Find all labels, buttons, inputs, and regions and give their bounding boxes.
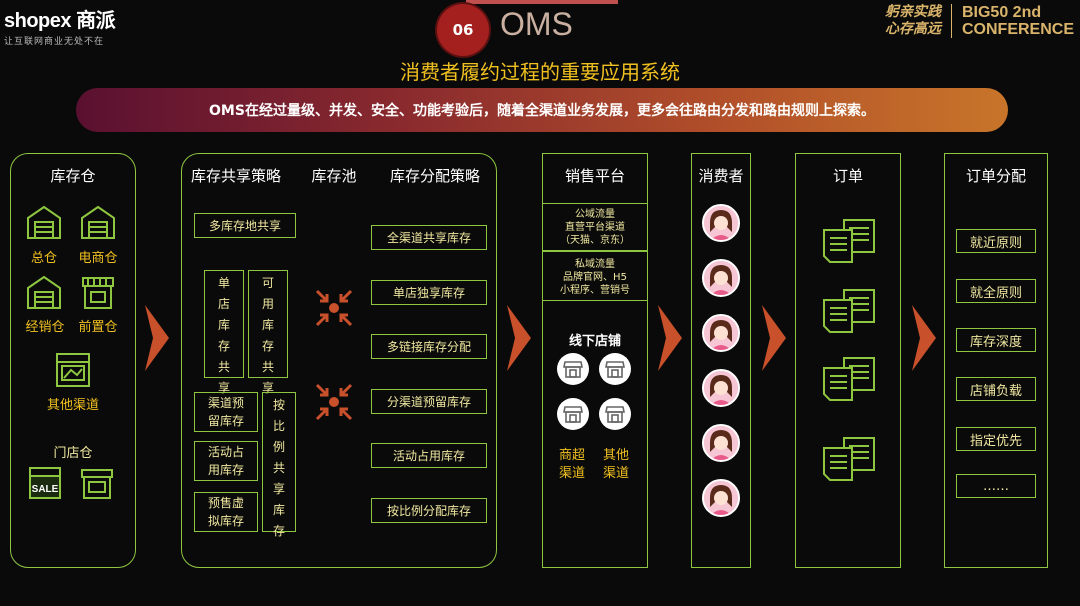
order-document-icon: [823, 357, 875, 401]
private-traffic-box: 私域流量 品牌官网、H5 小程序、营销号: [542, 251, 648, 301]
public-traffic-box: 公域流量 直营平台渠道 （天猫、京东）: [542, 203, 648, 251]
consumer-avatar: [702, 479, 740, 517]
alloc-strategy-title: 库存分配策略: [389, 167, 480, 185]
top-accent-line: [466, 0, 618, 4]
consumer-avatar: [702, 204, 740, 242]
chevron-right-icon: [658, 305, 682, 371]
warehouse-panel: [10, 153, 136, 568]
warehouse-label: 总仓: [30, 251, 57, 266]
sale-sign-icon: SALE: [29, 467, 61, 499]
warehouse-icon: [81, 205, 115, 239]
single-store-share-text: 单店库存共享: [217, 276, 230, 395]
order-title: 订单: [832, 167, 863, 185]
conference-divider: [950, 4, 952, 38]
available-share-text: 可用库存共享: [261, 276, 274, 395]
order-distribution-panel: [944, 153, 1048, 568]
store-icon: [599, 353, 631, 385]
merge-arrows-icon: [315, 383, 353, 421]
alloc-item: 分渠道预留库存: [371, 389, 487, 414]
banner-text: OMS在经过量级、并发、安全、功能考验后，随着全渠道业务发展，更多会往路由分发和…: [209, 103, 875, 119]
order-distribution-title: 订单分配: [965, 167, 1026, 185]
strategy-multi-share: 多库存地共享: [194, 213, 296, 238]
conference-name-1: BIG50 2nd: [961, 4, 1042, 21]
warehouse-label: 经销仓: [25, 320, 65, 335]
consumer-avatar: [702, 369, 740, 407]
consumer-panel: [691, 153, 751, 568]
alloc-item: 全渠道共享库存: [371, 225, 487, 250]
private-traffic-site: 品牌官网、H5: [563, 272, 627, 283]
distribution-rule: 店铺负载: [956, 377, 1036, 401]
strategy-ratio-share: 按比例共享库存: [262, 392, 296, 538]
consumer-avatar: [702, 314, 740, 352]
strategy-presale-virtual: 预售虚拟库存: [194, 492, 258, 532]
inventory-strategy-panel: [181, 153, 497, 568]
store-icon: [557, 353, 589, 385]
chevron-right-icon: [762, 305, 786, 371]
alloc-item: 按比例分配库存: [371, 498, 487, 523]
supermarket-channel-label: 商超渠道: [558, 448, 585, 481]
warehouse-label: 前置仓: [78, 320, 118, 335]
store-front-icon: [82, 277, 114, 309]
merge-arrows-icon: [315, 289, 353, 327]
shop-window-icon: [56, 353, 90, 387]
sale-sign-text: SALE: [32, 484, 59, 495]
private-traffic-miniapp: 小程序、营销号: [560, 285, 630, 296]
order-document-icon: [823, 219, 875, 263]
conference-name-2: CONFERENCE: [961, 21, 1074, 38]
other-channel-label: 其他渠道: [602, 448, 629, 481]
alloc-item: 单店独享库存: [371, 280, 487, 305]
alloc-item: 活动占用库存: [371, 443, 487, 468]
logo-tagline: 让互联网商业无处不在: [4, 36, 105, 46]
warehouse-other-label: 其他渠道: [46, 398, 99, 413]
section-badge: 06: [437, 4, 489, 56]
consumer-avatar: [702, 424, 740, 462]
ratio-share-text: 按比例共享库存: [273, 398, 286, 538]
store-icon: [81, 469, 113, 499]
order-document-icon: [823, 289, 875, 333]
sales-platform-panel: [542, 153, 648, 568]
logo-brand: shopex 商派: [4, 10, 116, 32]
chevron-right-icon: [145, 305, 169, 371]
public-traffic-label: 公域流量: [575, 209, 615, 220]
summary-banner: OMS在经过量级、并发、安全、功能考验后，随着全渠道业务发展，更多会往路由分发和…: [76, 88, 1008, 132]
chevron-right-icon: [507, 305, 531, 371]
strategy-available-share: 可用库存共享: [248, 270, 288, 395]
warehouse-icon: [27, 205, 61, 239]
public-traffic-platforms: （天猫、京东）: [560, 235, 630, 246]
consumer-avatar: [702, 259, 740, 297]
strategy-single-store-share: 单店库存共享: [204, 270, 244, 395]
order-panel: [795, 153, 901, 568]
page-subtitle: 消费者履约过程的重要应用系统: [400, 60, 680, 84]
chevron-right-icon: [912, 305, 936, 371]
alloc-item: 多链接库存分配: [371, 334, 487, 359]
distribution-rule: 库存深度: [956, 328, 1036, 352]
distribution-rule: 就近原则: [956, 229, 1036, 253]
offline-store-label: 线下店铺: [568, 334, 621, 349]
store-warehouse-label: 门店仓: [53, 446, 93, 461]
distribution-rule: 就全原则: [956, 279, 1036, 303]
conference-calligraphy-2: 心存高远: [884, 21, 941, 37]
public-traffic-direct: 直营平台渠道: [565, 222, 625, 233]
store-icon: [599, 398, 631, 430]
strategy-channel-reserve: 渠道预留库存: [194, 392, 258, 432]
share-strategy-title: 库存共享策略: [190, 167, 281, 185]
sales-platform-title: 销售平台: [564, 167, 625, 185]
private-traffic-label: 私域流量: [575, 259, 615, 270]
inventory-pool-title: 库存池: [311, 167, 357, 185]
distribution-rule: ……: [956, 474, 1036, 498]
shopex-logo: shopex 商派 让互联网商业无处不在: [4, 4, 116, 47]
strategy-activity-occupy: 活动占用库存: [194, 441, 258, 481]
consumer-title: 消费者: [698, 167, 744, 185]
warehouse-title: 库存仓: [50, 167, 96, 185]
conference-logo: 躬亲实践 心存高远 BIG50 2nd CONFERENCE: [885, 4, 1074, 38]
warehouse-label: 电商仓: [78, 251, 118, 266]
store-icon: [557, 398, 589, 430]
warehouse-icon: [27, 275, 61, 309]
distribution-rule: 指定优先: [956, 427, 1036, 451]
section-title: OMS: [500, 6, 573, 42]
order-document-icon: [823, 437, 875, 481]
conference-calligraphy-1: 躬亲实践: [884, 4, 941, 20]
